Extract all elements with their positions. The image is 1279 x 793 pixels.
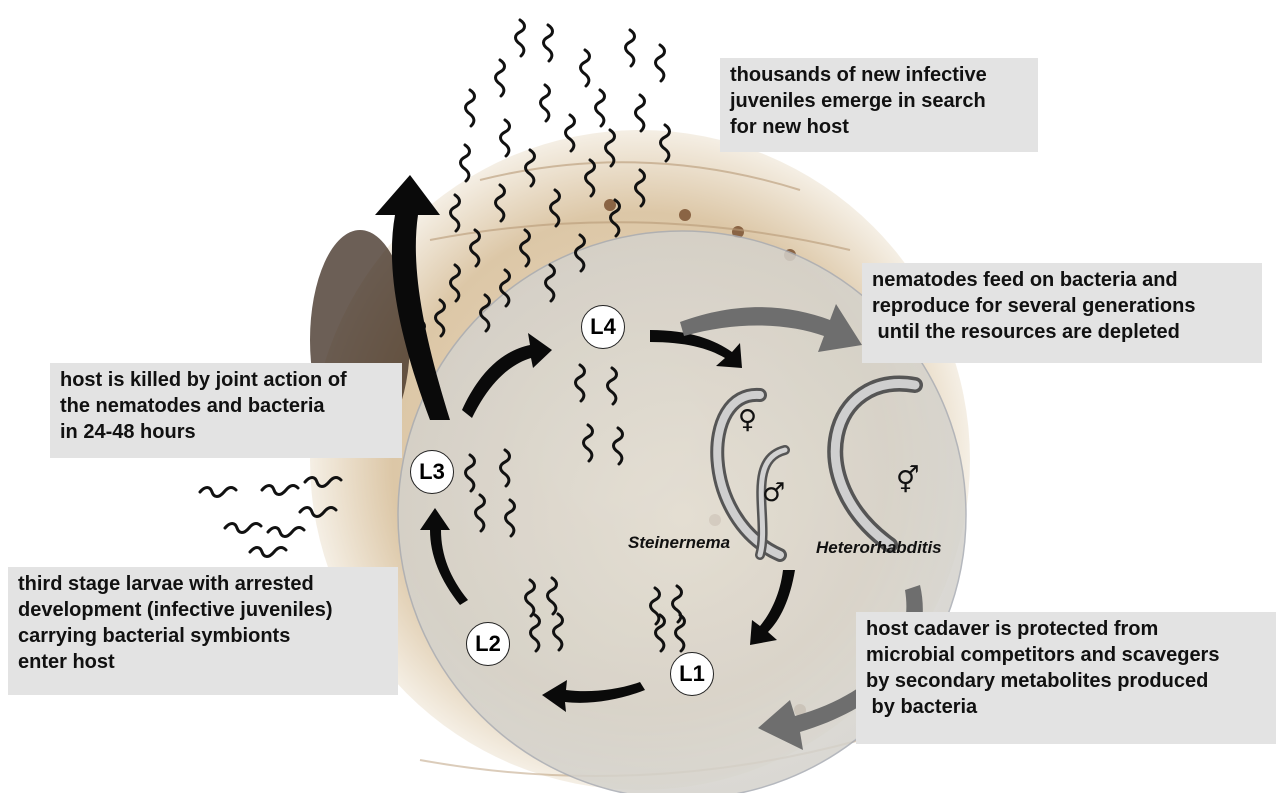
killed-line-2: the nematodes and bacteria [60, 393, 392, 419]
third-stage-line-4: enter host [18, 649, 388, 675]
female-symbol: ♀ [738, 405, 757, 435]
male-symbol: ♂ [762, 478, 785, 508]
hermaphrodite-symbol: ⚥ [896, 466, 919, 496]
feed-annotation: nematodes feed on bacteria and reproduce… [862, 263, 1262, 363]
killed-annotation: host is killed by joint action of the ne… [50, 363, 402, 458]
cadaver-line-4: by bacteria [866, 694, 1266, 720]
killed-line-3: in 24-48 hours [60, 419, 392, 445]
cadaver-line-2: microbial competitors and scavegers [866, 642, 1266, 668]
cadaver-line-1: host cadaver is protected from [866, 616, 1266, 642]
feed-line-2: reproduce for several generations [872, 293, 1252, 319]
stage-l3: L3 [410, 450, 454, 494]
third-stage-annotation: third stage larvae with arrested develop… [8, 567, 398, 695]
stage-l1: L1 [670, 652, 714, 696]
emerge-line-3: for new host [730, 114, 1028, 140]
genus-heterorhabditis: Heterorhabditis [816, 538, 942, 558]
emerge-line-1: thousands of new infective [730, 62, 1028, 88]
emerge-line-2: juveniles emerge in search [730, 88, 1028, 114]
stage-l2: L2 [466, 622, 510, 666]
emerge-annotation: thousands of new infective juveniles eme… [720, 58, 1038, 152]
stage-l4: L4 [581, 305, 625, 349]
genus-steinernema: Steinernema [628, 533, 730, 553]
cadaver-annotation: host cadaver is protected from microbial… [856, 612, 1276, 744]
third-stage-line-3: carrying bacterial symbionts [18, 623, 388, 649]
cadaver-line-3: by secondary metabolites produced [866, 668, 1266, 694]
feed-line-3: until the resources are depleted [872, 319, 1252, 345]
killed-line-1: host is killed by joint action of [60, 367, 392, 393]
feed-line-1: nematodes feed on bacteria and [872, 267, 1252, 293]
third-stage-line-1: third stage larvae with arrested [18, 571, 388, 597]
third-stage-line-2: development (infective juveniles) [18, 597, 388, 623]
